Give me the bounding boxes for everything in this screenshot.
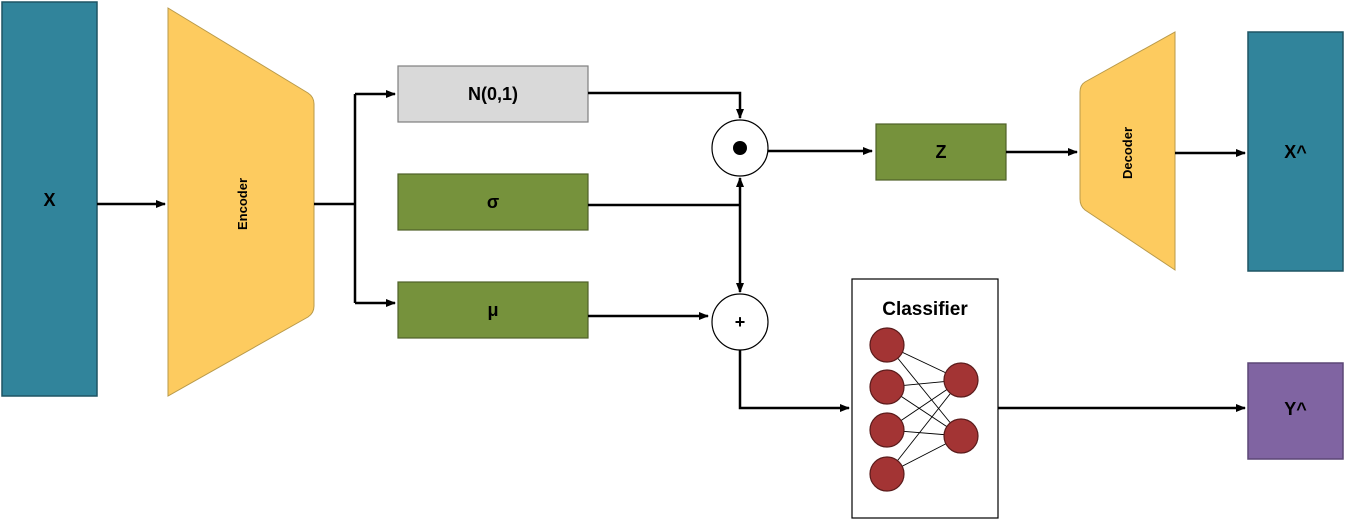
input-neuron-1 — [869, 327, 905, 363]
classifier-neurons — [869, 327, 979, 492]
mu-block — [397, 281, 589, 339]
noise-block — [397, 65, 589, 123]
input-neuron-4 — [869, 456, 905, 492]
encoder-block — [167, 7, 315, 397]
input-neuron-3 — [869, 412, 905, 448]
arrow-sum-to-classifier — [738, 350, 850, 412]
latent-z-block — [875, 123, 1007, 181]
decoder-block — [1079, 31, 1176, 271]
output-neuron-2 — [943, 418, 979, 454]
output-x-hat-block — [1247, 31, 1344, 272]
product-dot-icon — [733, 141, 747, 155]
arrow-noise-to-product — [588, 91, 744, 119]
output-y-hat-block — [1247, 362, 1344, 460]
sigma-block — [397, 173, 589, 231]
output-neuron-1 — [943, 362, 979, 398]
input-x-block — [1, 1, 98, 397]
input-neuron-2 — [869, 369, 905, 405]
sum-operator — [711, 293, 769, 351]
connectors — [97, 90, 1246, 412]
